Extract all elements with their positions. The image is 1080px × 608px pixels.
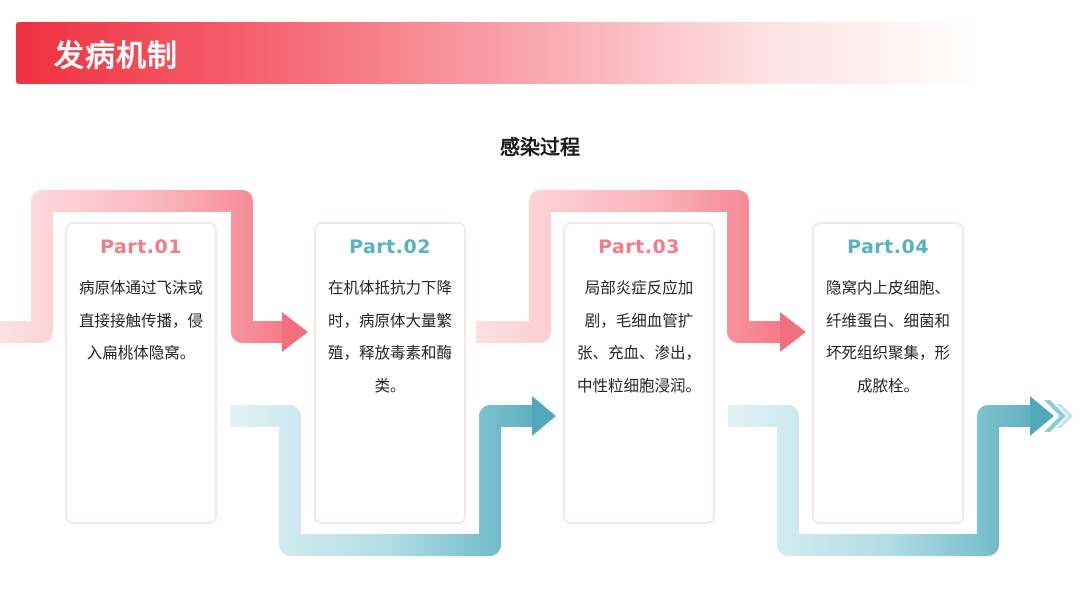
flow-arrow-teal-1 bbox=[230, 405, 532, 556]
flow-chevron-teal-b bbox=[1056, 404, 1073, 428]
step-description: 局部炎症反应加剧，毛细血管扩张、充血、渗出，中性粒细胞浸润。 bbox=[576, 279, 701, 395]
step-part-label: Part.02 bbox=[349, 236, 431, 258]
step-description: 隐窝内上皮细胞、纤维蛋白、细菌和坏死组织聚集，形成脓栓。 bbox=[825, 279, 950, 395]
flow-chevron-teal-a bbox=[1044, 400, 1066, 432]
step-part-label: Part.01 bbox=[100, 236, 182, 258]
flow-arrow-teal-2 bbox=[728, 405, 1030, 556]
step-card-2: Part.02 在机体抵抗力下降时，病原体大量繁殖，释放毒素和酶类。 bbox=[314, 222, 466, 524]
flow-arrowhead-teal-2 bbox=[1030, 396, 1054, 436]
flow-arrowhead-pink-2 bbox=[780, 312, 806, 352]
flow-arrow-pink-2 bbox=[476, 190, 780, 343]
section-title: 感染过程 bbox=[500, 135, 580, 159]
step-part-label: Part.04 bbox=[847, 236, 929, 258]
header-bar bbox=[16, 22, 980, 84]
step-card-1: Part.01 病原体通过飞沫或直接接触传播，侵入扁桃体隐窝。 bbox=[65, 222, 217, 524]
flow-arrow-pink-1 bbox=[0, 190, 282, 343]
step-description: 病原体通过飞沫或直接接触传播，侵入扁桃体隐窝。 bbox=[78, 279, 203, 362]
page-title: 发病机制 bbox=[54, 39, 178, 74]
step-card-3: Part.03 局部炎症反应加剧，毛细血管扩张、充血、渗出，中性粒细胞浸润。 bbox=[563, 222, 715, 524]
step-part-label: Part.03 bbox=[598, 236, 680, 258]
flow-arrowhead-teal-1 bbox=[532, 396, 556, 436]
step-description: 在机体抵抗力下降时，病原体大量繁殖，释放毒素和酶类。 bbox=[327, 279, 452, 395]
flow-arrowhead-pink-1 bbox=[282, 312, 308, 352]
step-card-4: Part.04 隐窝内上皮细胞、纤维蛋白、细菌和坏死组织聚集，形成脓栓。 bbox=[812, 222, 964, 524]
